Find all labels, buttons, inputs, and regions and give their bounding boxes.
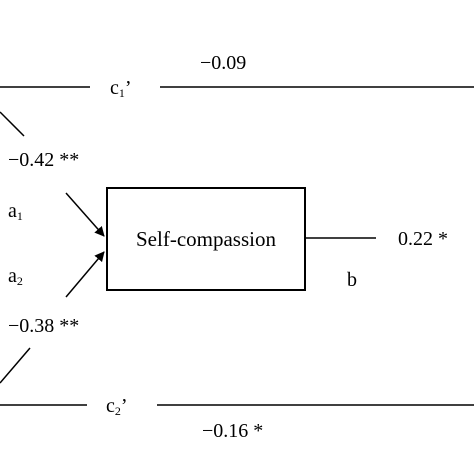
path-c2-symbol: c [106,395,115,417]
path-c2-label: c2’ [106,396,128,417]
path-a1-coefficient: −0.42 ** [8,149,80,171]
path-a2-subscript: 2 [16,274,23,288]
path-a2-symbol: a [8,265,17,287]
path-a1-subscript: 1 [16,209,23,223]
path-a1-arrow [65,192,105,237]
path-a2-label: a2 [8,266,23,287]
path-b-coefficient: 0.22 * [398,228,448,250]
path-a2-coefficient: −0.38 ** [8,315,80,337]
path-a1-label: a1 [8,201,23,222]
mediator-box: Self-compassion [106,187,306,291]
mediator-label: Self-compassion [136,226,276,251]
path-a1-line-upper [0,111,25,137]
path-c1-subscript: 1 [118,86,125,100]
path-c2-coefficient: −0.16 * [202,420,264,442]
path-c1-coefficient: −0.09 [200,52,247,74]
path-a2-line-lower [0,347,31,384]
path-c2-prime-mark: ’ [120,395,128,417]
path-b-label: b [347,269,357,291]
path-a2-arrow [65,251,105,298]
path-c1-label: c1’ [110,78,132,99]
path-c1-prime-mark: ’ [124,77,132,99]
path-c2-subscript: 2 [114,404,121,418]
path-c1-symbol: c [110,77,119,99]
path-a1-symbol: a [8,200,17,222]
